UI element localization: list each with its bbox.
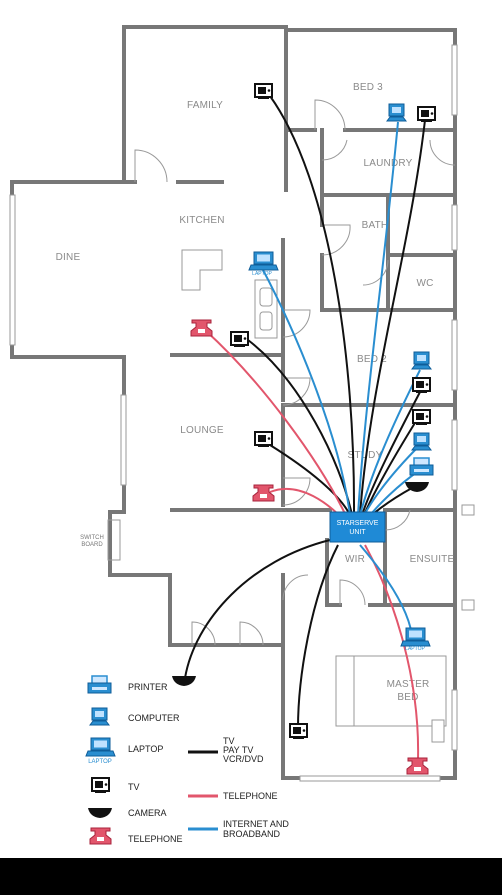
cable-tv-study (363, 417, 419, 516)
windows (9, 44, 458, 782)
tv-icon-master (289, 723, 308, 739)
legend-tv-icon (91, 777, 110, 793)
cable-net-bed3 (357, 121, 399, 516)
kitchen-fittings (107, 249, 278, 561)
room-label-study: STUDY (348, 450, 383, 461)
legend-computer-icon (89, 707, 110, 726)
legend-printer-label: PRINTER (128, 682, 168, 692)
legend-tv-cable-1: TV (223, 736, 235, 746)
legend-telephone-label: TELEPHONE (128, 834, 183, 844)
unit-label-1: STARSERVE (337, 520, 379, 527)
laptop-tag-master: LAPTOP (405, 646, 425, 652)
cable-tv-lounge (269, 444, 351, 516)
starserve-unit: STARSERVE UNIT (329, 511, 386, 543)
cable-tv-bed3 (359, 119, 426, 516)
tv-icon-bed3 (417, 106, 436, 122)
computer-icon-bed3 (386, 103, 407, 122)
computer-icon-bed2 (411, 351, 432, 370)
cable-tv-master (297, 544, 339, 729)
computer-icon-study (411, 432, 432, 451)
cable-net-kitchen (261, 267, 351, 516)
switch-board-label-2: BOARD (81, 542, 103, 548)
legend-tv-label: TV (128, 782, 140, 792)
master-bed-furniture (335, 504, 475, 743)
cable-tv-bed2 (361, 391, 421, 516)
legend-laptop-label: LAPTOP (128, 744, 163, 754)
telephone-icon-kitchen (190, 319, 213, 337)
room-label-wir: WIR (345, 554, 365, 565)
paper-background (0, 0, 502, 858)
laptop-tag-kitchen: LAPTOP (252, 271, 272, 277)
cable-tv-family (269, 95, 356, 516)
legend-laptop-tag: LAPTOP (88, 759, 112, 765)
telephone-icon-master (406, 757, 429, 775)
legend-net-cable-2: BROADBAND (223, 829, 281, 839)
tv-icon-lounge (254, 431, 273, 447)
room-label-laundry: LAUNDRY (363, 158, 412, 169)
printer-icon-study (409, 457, 434, 476)
legend-camera-label: CAMERA (128, 808, 167, 818)
legend-tv-cable-2: PAY TV (223, 745, 253, 755)
tv-icon-family (254, 83, 273, 99)
telephone-icon-lounge (252, 484, 275, 502)
room-label-bath: BATH (362, 220, 389, 231)
legend-net-cable-1: INTERNET AND (223, 819, 289, 829)
room-label-dine: DINE (56, 252, 81, 263)
tv-icon-study (412, 409, 431, 425)
room-label-family: FAMILY (187, 100, 223, 111)
legend: PRINTER COMPUTER LAPTOP LAPTOP TV CAMERA… (85, 675, 289, 845)
room-label-wc: WC (416, 278, 433, 289)
room-labels: FAMILY BED 3 LAUNDRY KITCHEN DINE BATH W… (56, 82, 455, 703)
devices: LAPTOP LAPTOP (172, 83, 436, 775)
legend-computer-label: COMPUTER (128, 713, 180, 723)
cable-net-master (359, 544, 413, 636)
legend-printer-icon (87, 675, 112, 694)
tv-icon-bed2 (412, 377, 431, 393)
cable-net-bed2 (359, 369, 421, 516)
room-label-master-2: BED (397, 692, 418, 703)
cable-tel-kitchen (204, 329, 349, 521)
legend-tel-cable-label: TELEPHONE (223, 791, 278, 801)
room-label-master-1: MASTER (387, 679, 430, 690)
room-label-kitchen: KITCHEN (179, 215, 224, 226)
switch-board-label-1: SWITCH (80, 535, 104, 541)
legend-telephone-icon (89, 827, 112, 845)
room-label-ensuite: ENSUITE (410, 554, 455, 565)
room-label-bed3: BED 3 (353, 82, 383, 93)
cable-net-study-1 (362, 444, 421, 518)
room-label-lounge: LOUNGE (180, 425, 224, 436)
unit-label-2: UNIT (349, 529, 366, 536)
legend-tv-cable-3: VCR/DVD (223, 754, 264, 764)
tv-icon-kitchen (230, 331, 249, 347)
cable-camera-outside (184, 539, 331, 679)
doors (134, 99, 456, 646)
